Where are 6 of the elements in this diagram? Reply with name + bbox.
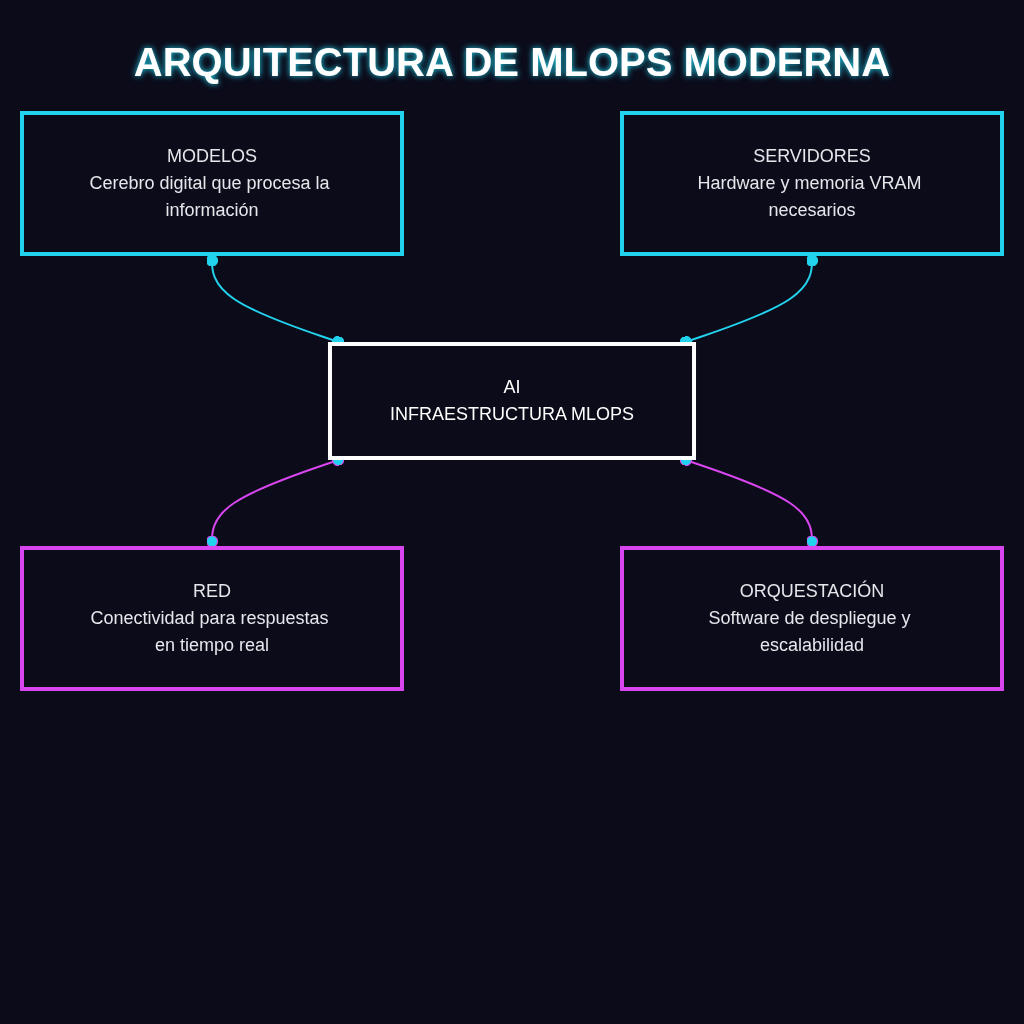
node-box: SERVIDORES Hardware y memoria VRAM necesarios [620, 111, 1004, 256]
node-box: MODELOS Cerebro digital que procesa la información [20, 111, 404, 256]
title: ARQUITECTURA DE MLOPS MODERNA [132, 40, 892, 85]
node-box: ORQUESTACIÓN Software de despliegue y escalabilidad [620, 546, 1004, 691]
node-box: AI INFRAESTRUCTURA MLOPS [328, 342, 696, 460]
node-box: RED Conectividad para respuestas en tiempo real [20, 546, 404, 691]
